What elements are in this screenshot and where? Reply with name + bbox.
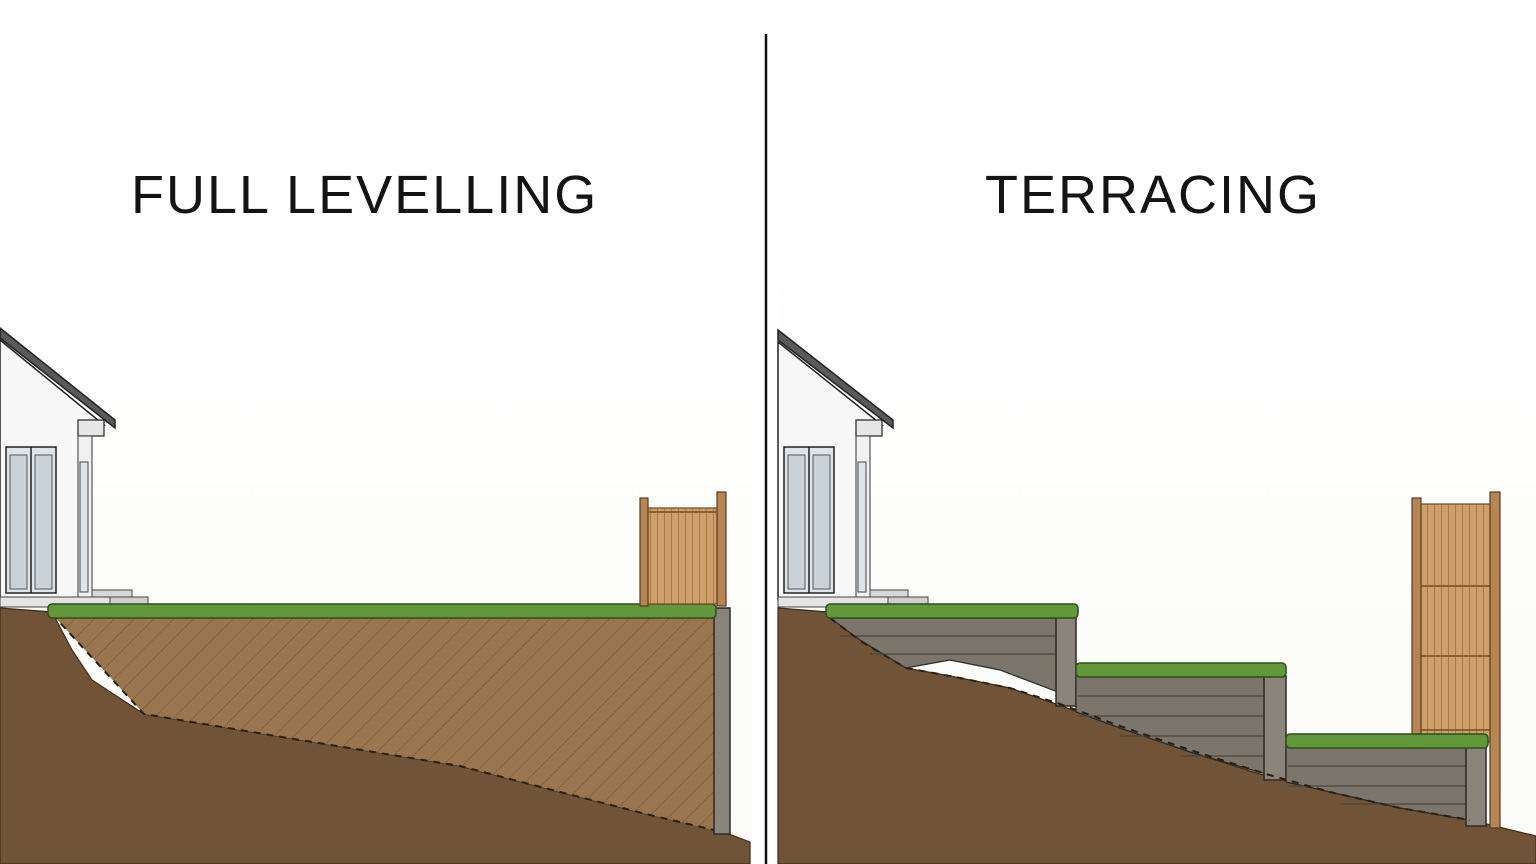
terracing-illustration — [777, 328, 1536, 864]
terracing-title: TERRACING — [985, 165, 1322, 225]
house-left — [0, 327, 149, 608]
lawn-middle — [1075, 662, 1287, 678]
original-ground-line-left — [51, 613, 715, 831]
fence-right — [1411, 491, 1501, 829]
full-levelling-illustration — [0, 327, 751, 864]
retaining-wall-left — [713, 607, 731, 835]
terrace-wall-upper — [828, 615, 1077, 707]
lawn-lower — [1285, 733, 1489, 749]
lawn-left — [47, 603, 717, 619]
imported-fill — [52, 614, 714, 830]
full-levelling-title: FULL LEVELLING — [131, 165, 599, 225]
original-ground-line-right — [829, 617, 1471, 821]
lawn-upper — [825, 603, 1079, 619]
house-right — [777, 328, 929, 608]
terrace-wall-lower — [1285, 745, 1487, 827]
fence-left — [639, 491, 727, 607]
